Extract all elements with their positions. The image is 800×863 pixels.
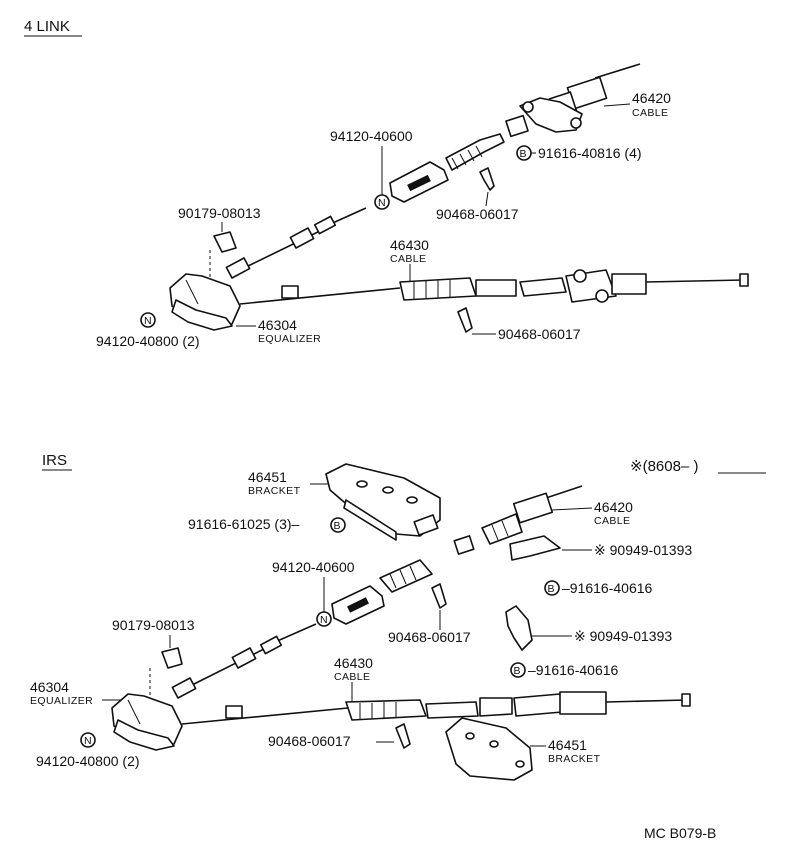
label-91616-40616-upper: –91616-40616 [562, 580, 653, 596]
label-90468-06017-irs-upper: 90468-06017 [388, 629, 471, 645]
marker-b-91616-61025 [330, 517, 346, 533]
figure-code: MC B079-B [644, 825, 716, 841]
marker-n-94120-40600 [374, 194, 390, 210]
bracket-46451-upper-drawing [325, 463, 441, 541]
label-bracket-lower: BRACKET [548, 753, 601, 765]
label-46304: 46304 [258, 317, 297, 333]
label-90468-06017-upper: 90468-06017 [436, 206, 519, 222]
clip-90468-lower [457, 307, 473, 333]
cable-46430-4-link-drawing [239, 269, 749, 305]
bracket-46451-lower-drawing [445, 717, 533, 781]
label-94120-40800: 94120-40800 (2) [96, 333, 200, 349]
marker-b-91616-40616-upper [544, 580, 560, 596]
irs-inner-wire-upper [149, 623, 317, 700]
label-91616-40616-lower: –91616-40616 [528, 662, 619, 678]
label-90949-01393-lower: ※ 90949-01393 [574, 628, 672, 644]
label-91616-61025: 91616-61025 (3)– [188, 516, 300, 532]
label-equalizer-irs: EQUALIZER [30, 695, 93, 707]
marker-b-letter: B [520, 148, 527, 160]
equalizer-46304-irs-drawing [111, 693, 183, 751]
equalizer-46304-4-link-drawing [169, 273, 241, 331]
label-46430: 46430 [390, 237, 429, 253]
irs-date-note: ※(8608– ) [630, 458, 698, 475]
label-90468-06017-irs-lower: 90468-06017 [268, 733, 351, 749]
label-90179-08013-irs: 90179-08013 [112, 617, 195, 633]
label-bracket-upper: BRACKET [248, 485, 301, 497]
label-94120-40600: 94120-40600 [330, 128, 413, 144]
marker-b-letter-40616-lower: B [514, 665, 521, 677]
cable-46430-irs-drawing [181, 691, 691, 725]
label-94120-40800-irs: 94120-40800 (2) [36, 753, 140, 769]
label-46451-lower: 46451 [548, 737, 587, 753]
marker-b-91616-40616-lower [510, 662, 526, 678]
label-46430-irs: 46430 [334, 655, 373, 671]
label-91616-40816: 91616-40816 (4) [538, 145, 642, 161]
label-90949-01393-upper: ※ 90949-01393 [594, 542, 692, 558]
label-94120-40600-irs: 94120-40600 [272, 559, 355, 575]
marker-b-letter-40616-upper: B [548, 583, 555, 595]
equalizer-inner-wire-upper [209, 207, 367, 280]
marker-n-letter-40800-irs: N [84, 735, 92, 747]
label-equalizer: EQUALIZER [258, 333, 321, 345]
label-cable-46420-irs: CABLE [594, 515, 630, 527]
label-cable-upper: CABLE [632, 107, 668, 119]
label-46304-irs: 46304 [30, 679, 69, 695]
label-90179-08013: 90179-08013 [178, 205, 261, 221]
cable-46420-irs-drawing [331, 485, 583, 651]
marker-n-letter-lower: N [144, 315, 152, 327]
label-90468-06017-lower: 90468-06017 [498, 326, 581, 342]
label-46451-upper: 46451 [248, 469, 287, 485]
marker-n-letter-irs: N [320, 614, 328, 626]
clip-90468-irs-lower [395, 723, 411, 749]
label-46420-irs: 46420 [594, 499, 633, 515]
label-46420-upper: 46420 [632, 90, 671, 106]
label-cable-46430-irs: CABLE [334, 671, 370, 683]
section-title-irs: IRS [42, 452, 67, 469]
marker-n-94120-40800 [140, 312, 156, 328]
cable-46420-upper-drawing [389, 63, 641, 203]
marker-n-94120-40800-irs [80, 732, 96, 748]
marker-b-letter-61025: B [334, 520, 341, 532]
section-title-4-link: 4 LINK [24, 18, 70, 35]
label-cable-46430: CABLE [390, 253, 426, 265]
marker-n-94120-40600-irs [316, 611, 332, 627]
marker-n-letter: N [378, 197, 386, 209]
